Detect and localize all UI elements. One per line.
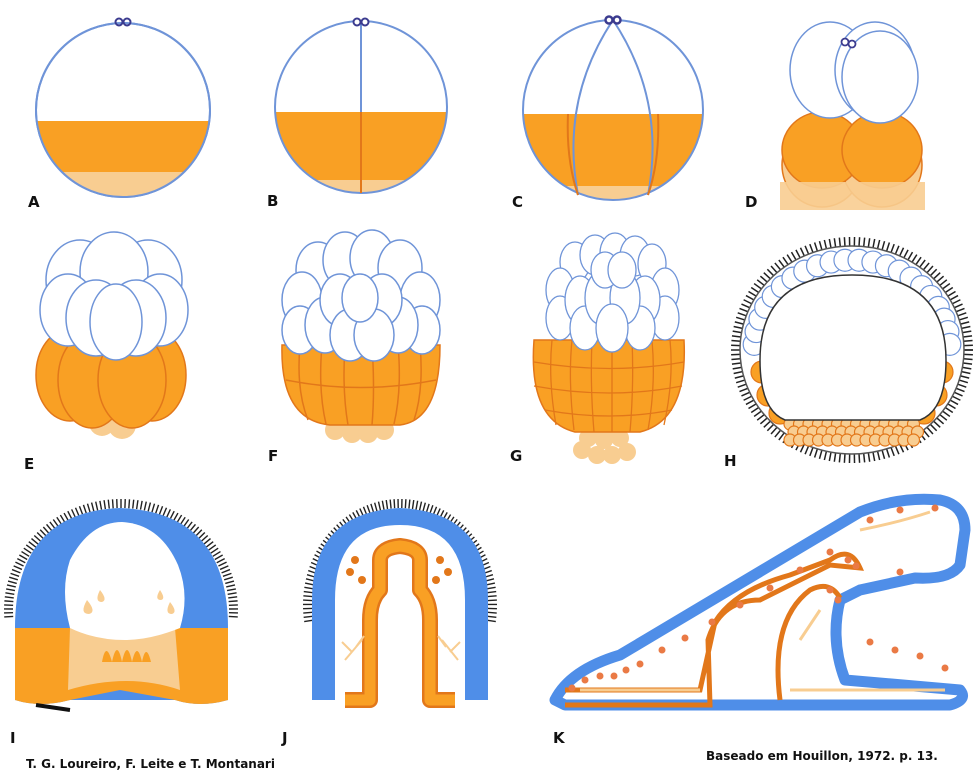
- panel-f-morula: [282, 230, 440, 443]
- panel-d-eight-cell: [780, 22, 925, 210]
- panel-label-b: B: [267, 192, 278, 210]
- blastocoel: [760, 275, 946, 420]
- panel-c-four-cell: [520, 17, 710, 217]
- panel-h-blastula: [731, 237, 973, 463]
- panel-e-sixteen-cell: [36, 232, 188, 439]
- polar-body-icon: [354, 19, 361, 26]
- panel-label-f: F: [268, 447, 278, 465]
- panel-b-two-cell: [270, 19, 460, 211]
- panel-label-j: J: [282, 729, 288, 747]
- polar-body-icon: [842, 39, 849, 46]
- panel-label-c: C: [512, 193, 523, 211]
- panel-label-d: D: [745, 193, 757, 211]
- panel-label-e: E: [24, 455, 34, 473]
- panel-label-h: H: [724, 452, 737, 470]
- panel-j-gastrula: [303, 499, 497, 700]
- panel-a-zygote: [30, 19, 220, 218]
- panel-label-i: I: [10, 729, 16, 747]
- panel-k-embryo-section: [555, 499, 965, 705]
- panel-g-late-morula: [533, 233, 684, 464]
- panel-label-a: A: [28, 193, 40, 211]
- source-credit: Baseado em Houillon, 1972. p. 13.: [706, 749, 938, 763]
- polar-body-icon: [606, 17, 613, 24]
- panel-label-k: K: [553, 729, 565, 747]
- panel-i-early-gastrula: [4, 499, 238, 710]
- panel-label-g: G: [510, 447, 522, 465]
- authors-credit: T. G. Loureiro, F. Leite e T. Montanari: [26, 757, 275, 771]
